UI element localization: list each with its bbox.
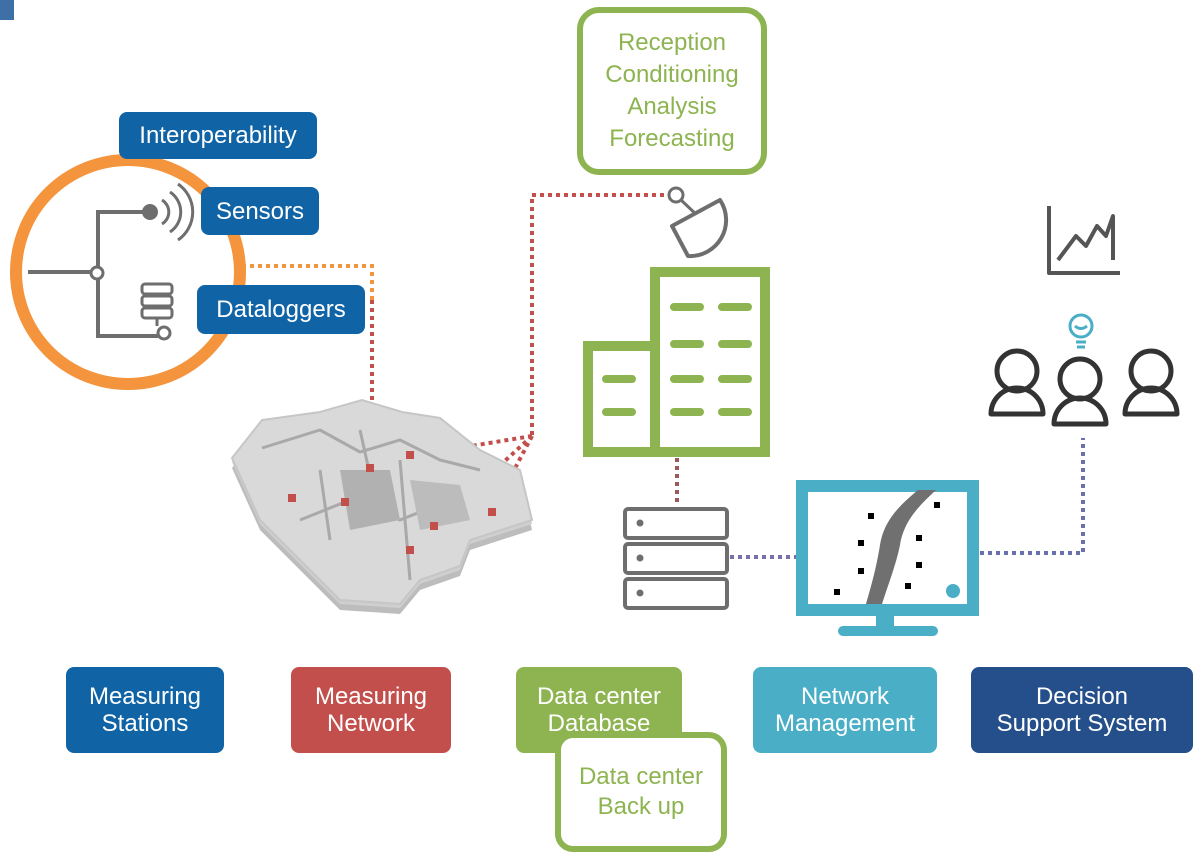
connector-monitor-users xyxy=(980,438,1085,555)
connector-station-map xyxy=(242,264,374,300)
stage-label-line: Network xyxy=(326,710,416,737)
stage-label-line: Support System xyxy=(996,710,1168,737)
backup-line: Data center xyxy=(578,763,704,790)
office-building-icon xyxy=(583,267,770,457)
stage-label-line: Measuring xyxy=(88,683,202,710)
stage-label-line: Stations xyxy=(101,710,189,737)
server-rack-icon xyxy=(623,507,729,610)
interoperability-tag: Interoperability xyxy=(119,112,317,159)
corner-accent xyxy=(0,0,14,20)
stage-label-line: Decision xyxy=(1035,683,1129,710)
processing-line: Analysis xyxy=(627,93,717,120)
satellite-dish-icon xyxy=(667,186,729,259)
terrain-map-icon xyxy=(230,398,534,614)
stage-label-line: Measuring xyxy=(314,683,428,710)
processing-box: Reception Conditioning Analysis Forecast… xyxy=(577,7,767,175)
backup-line: Back up xyxy=(597,793,685,820)
connector-map-satellite xyxy=(530,193,672,436)
processing-line: Forecasting xyxy=(609,125,735,152)
processing-line: Reception xyxy=(617,29,727,56)
monitor-river-map-icon xyxy=(796,480,979,636)
stage-measuring-stations: Measuring Stations xyxy=(66,667,224,753)
lightbulb-icon xyxy=(1068,313,1094,349)
sensors-tag: Sensors xyxy=(201,187,319,235)
processing-line: Conditioning xyxy=(605,61,739,88)
dataloggers-tag: Dataloggers xyxy=(197,285,365,334)
sensor-station-icon xyxy=(10,154,246,390)
stage-network-management: Network Management xyxy=(753,667,937,753)
users-group-icon xyxy=(988,348,1180,427)
stage-decision-support-system: Decision Support System xyxy=(971,667,1193,753)
backup-box: Data center Back up xyxy=(555,732,727,852)
stage-measuring-network: Measuring Network xyxy=(291,667,451,753)
growth-chart-icon xyxy=(1047,206,1120,275)
stage-label-line: Network xyxy=(800,683,890,710)
stage-label-line: Management xyxy=(774,710,916,737)
stage-label-line: Data center xyxy=(536,683,662,710)
